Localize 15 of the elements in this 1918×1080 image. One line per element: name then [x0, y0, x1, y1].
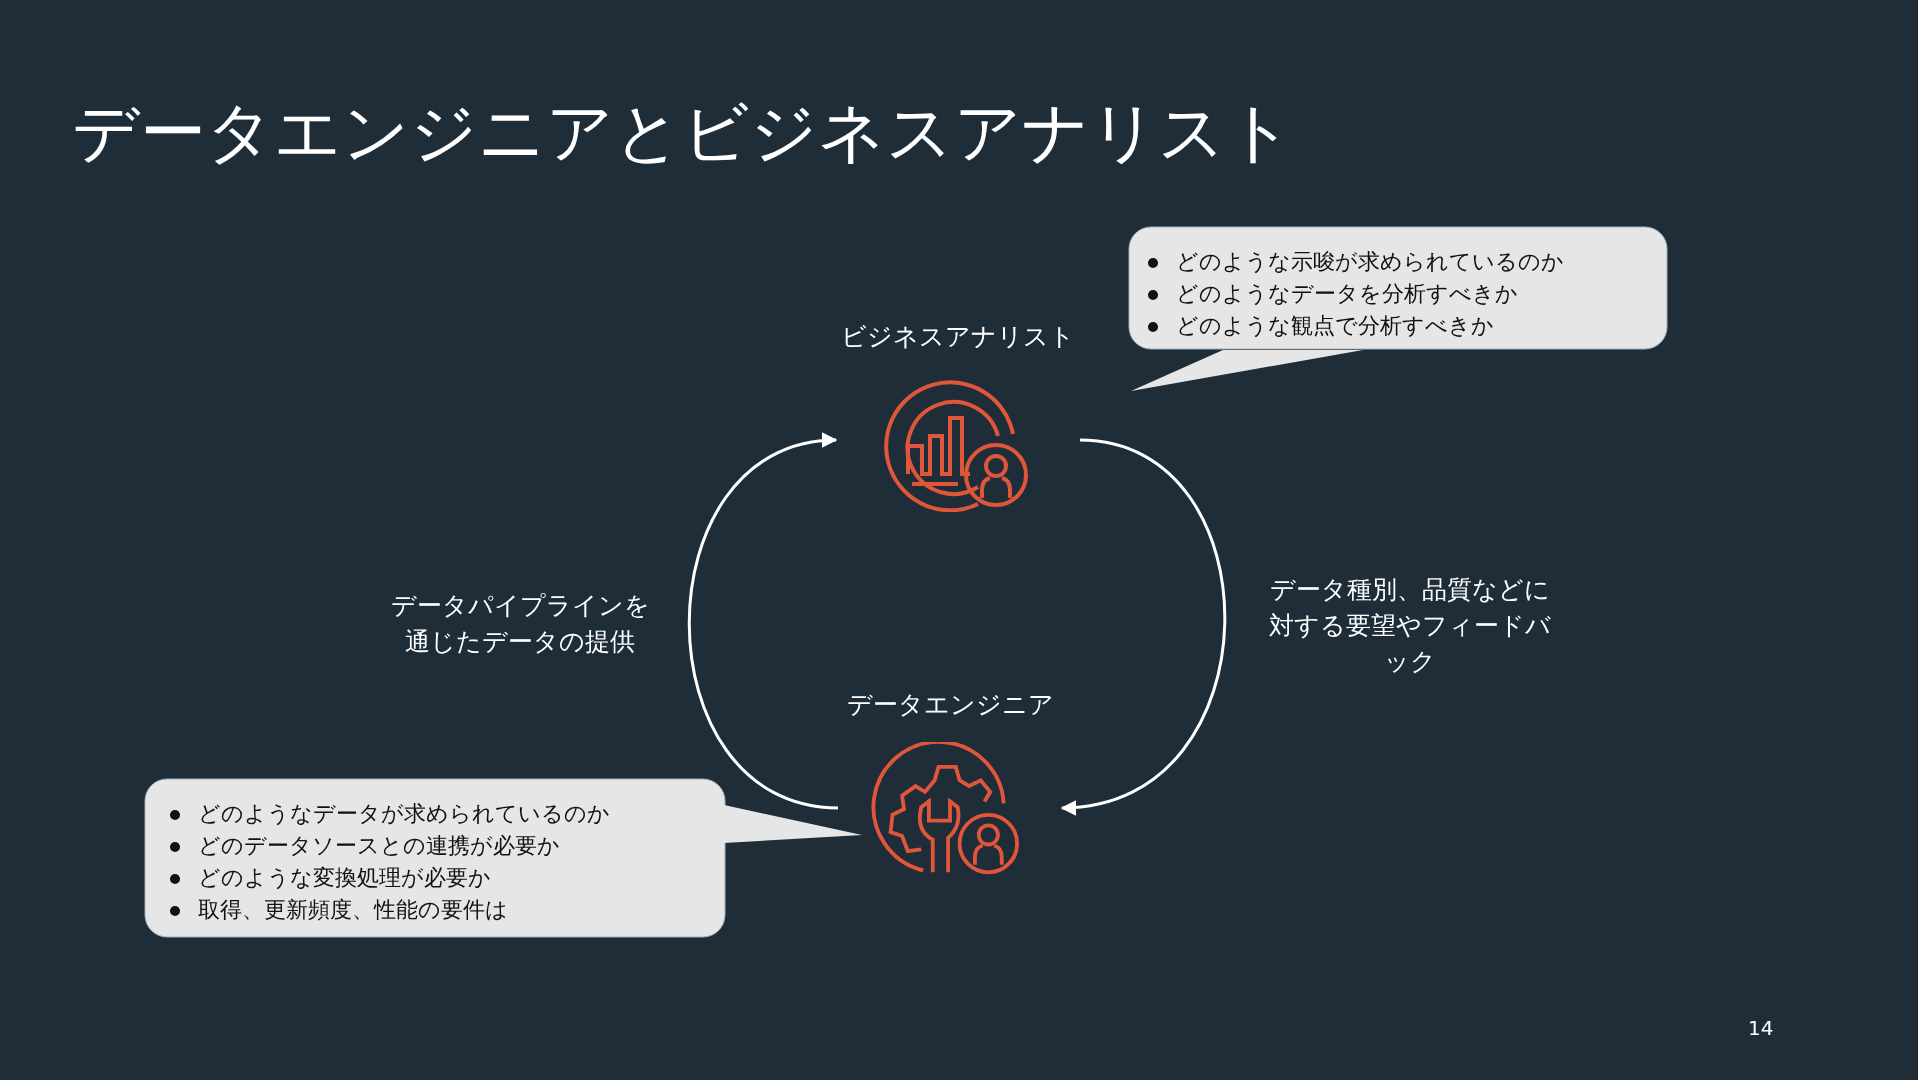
bullet-item: 取得、更新頻度、性能の要件は: [166, 894, 610, 926]
bullet-item: どのようなデータが求められているのか: [166, 798, 610, 830]
role-heading: ビジネスアナリスト: [841, 322, 1075, 352]
bullet-item: どのようなデータを分析すべきか: [1144, 278, 1564, 310]
bullet-item: どのような示唆が求められているのか: [1144, 246, 1564, 278]
page-number: 14: [1748, 1016, 1774, 1040]
bullet-item: どのような観点で分析すべきか: [1144, 310, 1564, 342]
curved-arrow: [1060, 438, 1227, 814]
slide-title: データエンジニアとビジネスアナリスト: [72, 93, 1294, 173]
edge-label: データ種別、品質などに対する要望やフィードバック: [1268, 574, 1552, 678]
bullet-item: どのデータソースとの連携が必要か: [166, 830, 610, 862]
bullet-item: どのような変換処理が必要か: [166, 862, 610, 894]
curved-arrow: [687, 434, 839, 810]
edge-label: データパイプラインを通じたデータの提供: [389, 590, 651, 658]
role-heading: データエンジニア: [846, 690, 1054, 720]
